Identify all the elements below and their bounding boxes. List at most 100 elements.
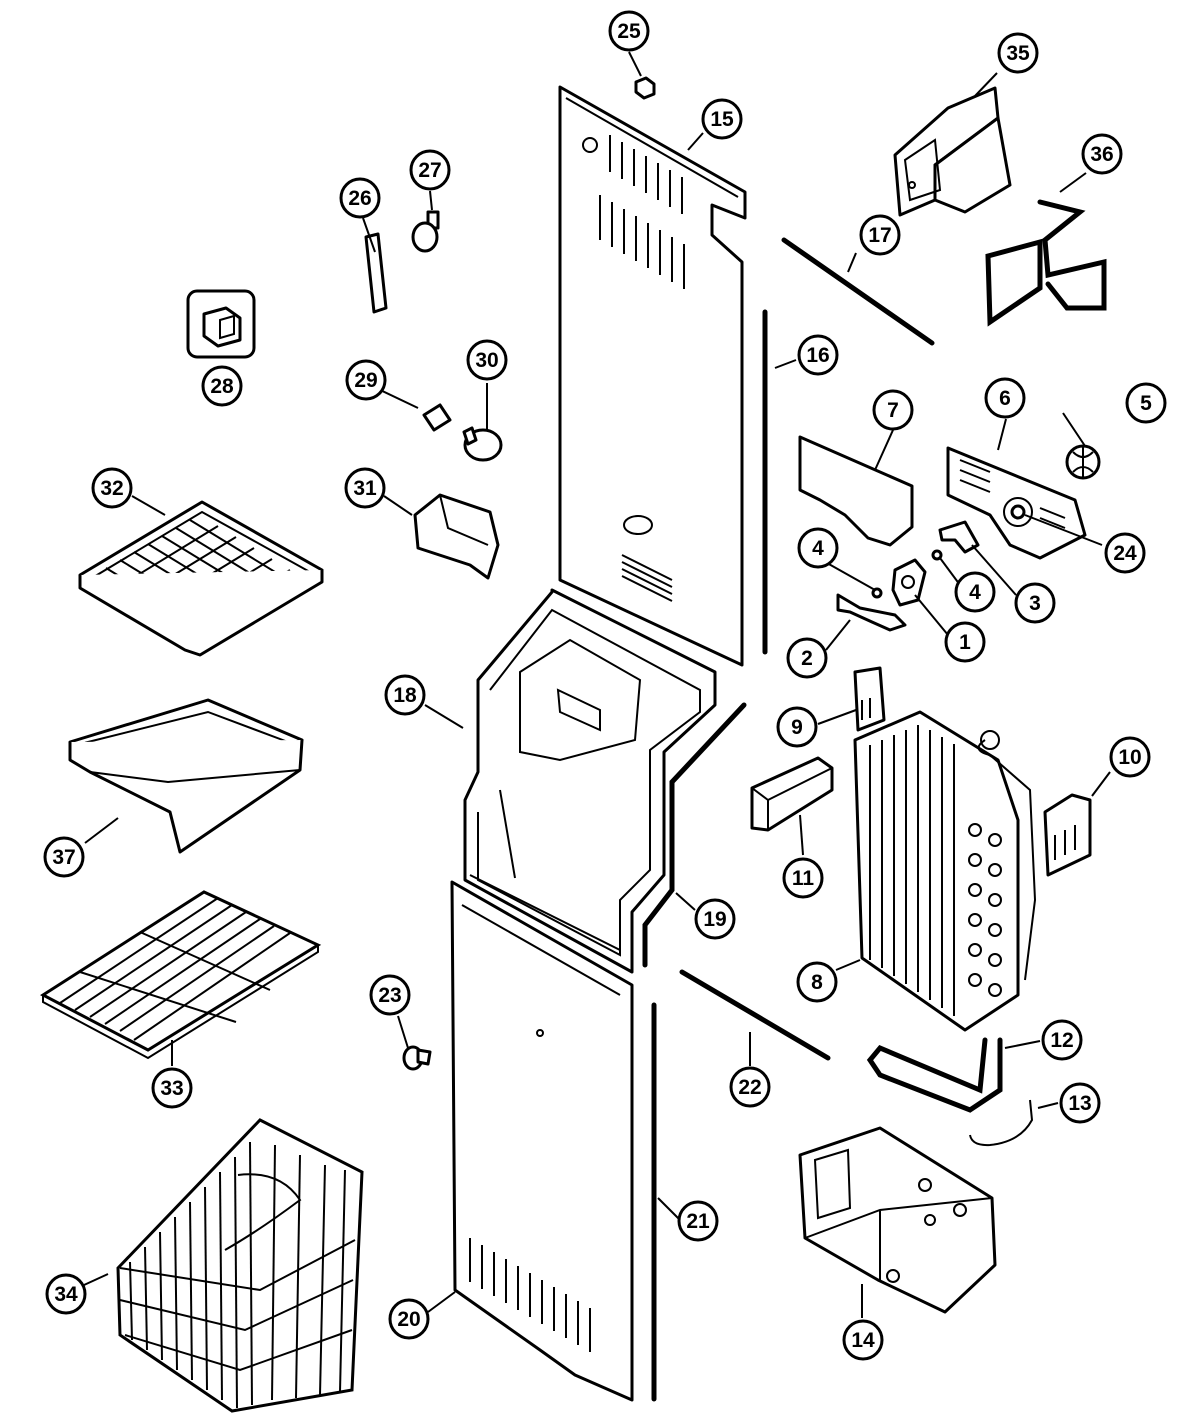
part-2-motor-mount <box>836 593 907 632</box>
callout-4b-label: 4 <box>969 581 981 604</box>
part-12-heater <box>866 1037 1003 1113</box>
callout-13-label: 13 <box>1068 1092 1091 1115</box>
callout-32: 32 <box>91 467 133 509</box>
callout-33-label: 33 <box>160 1077 183 1100</box>
part-18-upper-liner <box>463 588 717 974</box>
part-19-strip <box>642 702 747 968</box>
callout-10: 10 <box>1109 736 1151 778</box>
part-34-wire-basket <box>116 1118 364 1413</box>
part-17-strip <box>781 237 935 346</box>
part-30-bulb <box>462 426 503 462</box>
part-26-pin <box>364 232 388 314</box>
callout-24-label: 24 <box>1113 542 1137 565</box>
callout-37: 37 <box>43 836 85 878</box>
callout-27: 27 <box>409 149 451 191</box>
callout-18: 18 <box>384 674 426 716</box>
callout-20: 20 <box>388 1298 430 1340</box>
callout-14: 14 <box>842 1319 884 1361</box>
part-8-evaporator <box>853 710 1037 1032</box>
callout-12-label: 12 <box>1050 1029 1073 1052</box>
callout-6: 6 <box>984 377 1026 419</box>
part-4-nut-left <box>871 587 883 599</box>
callout-33: 33 <box>151 1067 193 1109</box>
part-6-fan-housing <box>946 446 1087 560</box>
callout-37-label: 37 <box>52 846 75 869</box>
callout-10-label: 10 <box>1118 746 1141 769</box>
callout-34-label: 34 <box>54 1283 78 1306</box>
callout-23-label: 23 <box>378 984 401 1007</box>
part-11-foam-block <box>750 756 834 832</box>
callout-21-label: 21 <box>686 1210 710 1233</box>
callout-35: 35 <box>997 32 1039 74</box>
callout-24: 24 <box>1104 532 1146 574</box>
callout-31: 31 <box>344 467 386 509</box>
callout-15-label: 15 <box>710 108 734 131</box>
callout-31-label: 31 <box>353 477 377 500</box>
callout-36-label: 36 <box>1090 143 1113 166</box>
callout-11: 11 <box>782 857 824 899</box>
callout-13: 13 <box>1059 1082 1101 1124</box>
callout-7-label: 7 <box>887 399 899 422</box>
callout-4a-label: 4 <box>812 537 824 560</box>
callout-22: 22 <box>729 1066 771 1108</box>
part-15-upper-panel <box>558 85 747 667</box>
callout-8-label: 8 <box>811 971 823 994</box>
callout-28: 28 <box>201 365 243 407</box>
part-27-plug <box>411 210 440 253</box>
part-1-motor <box>891 558 927 607</box>
leader-lines <box>83 51 1111 1318</box>
part-31-light-shield <box>413 493 500 580</box>
callout-19-label: 19 <box>703 908 726 931</box>
part-28-switch <box>186 289 256 359</box>
callout-28-label: 28 <box>210 375 234 398</box>
callout-2: 2 <box>786 637 828 679</box>
part-35-bracket <box>893 86 1012 217</box>
callout-9-label: 9 <box>791 716 803 739</box>
callout-30-label: 30 <box>475 349 498 372</box>
callout-26-label: 26 <box>348 187 371 210</box>
part-36-gasket <box>985 199 1107 327</box>
part-13-wire <box>969 1099 1034 1147</box>
callout-19: 19 <box>694 898 736 940</box>
part-37-ice-bin <box>68 698 304 854</box>
callout-3-label: 3 <box>1029 592 1041 615</box>
part-23-plug <box>402 1045 432 1071</box>
callout-9: 9 <box>776 706 818 748</box>
callout-29: 29 <box>345 359 387 401</box>
callout-35-label: 35 <box>1006 42 1030 65</box>
callout-16: 16 <box>797 334 839 376</box>
callout-12: 12 <box>1041 1019 1083 1061</box>
callout-36: 36 <box>1081 133 1123 175</box>
part-5-fan-blade <box>1065 444 1101 480</box>
callout-23: 23 <box>369 974 411 1016</box>
callout-25: 25 <box>608 10 650 52</box>
callout-1: 1 <box>944 621 986 663</box>
callout-8: 8 <box>796 961 838 1003</box>
part-25-nut <box>634 76 656 100</box>
callout-5: 5 <box>1125 382 1167 424</box>
part-3-bracket <box>938 520 980 554</box>
part-7-gasket <box>798 435 914 547</box>
part-20-lower-panel <box>450 880 634 1402</box>
callout-22-label: 22 <box>738 1076 761 1099</box>
callout-5-label: 5 <box>1140 392 1152 415</box>
callout-4b: 4 <box>954 571 996 613</box>
callout-14-label: 14 <box>851 1329 875 1352</box>
callout-6-label: 6 <box>999 387 1011 410</box>
callout-4a: 4 <box>797 527 839 569</box>
part-33-wire-shelf <box>40 890 322 1060</box>
callout-16-label: 16 <box>806 344 829 367</box>
callout-34: 34 <box>45 1273 87 1315</box>
part-24-hub <box>1010 504 1026 520</box>
callout-29-label: 29 <box>354 369 377 392</box>
callout-17: 17 <box>859 214 901 256</box>
part-22-strip <box>679 969 831 1061</box>
callout-3: 3 <box>1014 582 1056 624</box>
callout-15: 15 <box>701 98 743 140</box>
part-9-clip <box>853 666 886 732</box>
callout-17-label: 17 <box>868 224 891 247</box>
part-10-bracket <box>1043 793 1092 877</box>
callout-30: 30 <box>466 339 508 381</box>
callout-26: 26 <box>339 177 381 219</box>
